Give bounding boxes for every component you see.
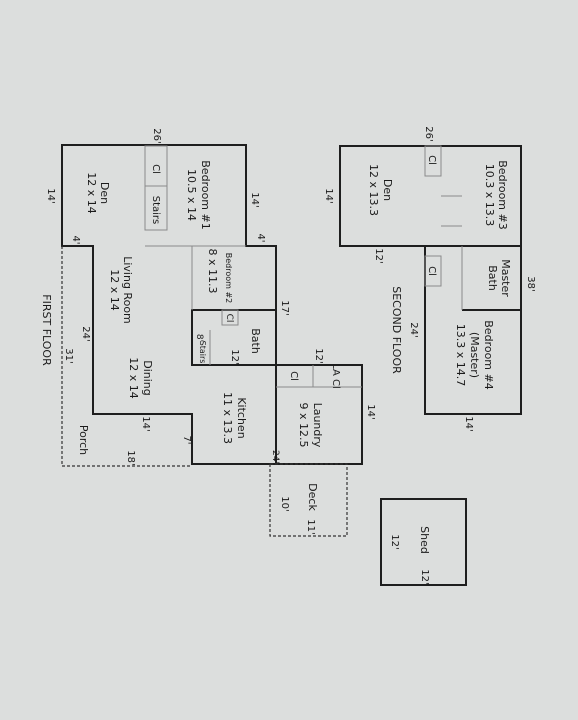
bath-label: Bath bbox=[249, 328, 262, 354]
laundry-size: 9 x 12.5 bbox=[297, 403, 310, 448]
bedroom4-note: (Master) bbox=[468, 332, 481, 378]
first-dim-14a: 14' bbox=[45, 188, 56, 203]
second-dim-38: 38' bbox=[525, 276, 536, 291]
second-closet-label-1: Cl bbox=[426, 155, 437, 165]
dining-size: 12 x 14 bbox=[127, 357, 140, 399]
deck-outline bbox=[269, 463, 348, 537]
first-floor-label: FIRST FLOOR bbox=[40, 294, 53, 366]
la-closet-label: LA Cl bbox=[330, 363, 341, 389]
second-closet-mid bbox=[424, 255, 442, 287]
stairs2-label: Stairs bbox=[198, 341, 207, 364]
first-dim-14d: 14' bbox=[365, 404, 376, 419]
first-dim-10: 10' bbox=[279, 496, 290, 511]
bedroom4-size: 13.3 x 14.7 bbox=[454, 324, 467, 387]
bedroom2-name: Bedroom #2 bbox=[224, 253, 233, 304]
bedroom3-name: Bedroom #3 bbox=[496, 160, 509, 229]
bedroom3-size: 10.3 x 13.3 bbox=[483, 164, 496, 227]
second-floor-outline bbox=[339, 145, 522, 415]
porch-label: Porch bbox=[77, 425, 90, 455]
dining-name: Dining bbox=[141, 360, 154, 396]
first-dim-14b: 14' bbox=[249, 192, 260, 207]
second-dim-26: 26' bbox=[423, 126, 434, 141]
second-den-size: 12 x 13.3 bbox=[367, 164, 380, 216]
first-closet2-label: Cl bbox=[224, 314, 234, 323]
first-dim-4b: 4' bbox=[255, 233, 266, 242]
shed-label: Shed bbox=[418, 526, 431, 554]
bedroom4-name: Bedroom #4 bbox=[482, 320, 495, 389]
second-den-name: Den bbox=[381, 179, 394, 201]
second-closet-top bbox=[424, 145, 442, 177]
first-dim-31: 31' bbox=[63, 348, 74, 363]
second-dim-12: 12' bbox=[373, 248, 384, 263]
first-dim-17: 17' bbox=[279, 300, 290, 315]
first-dim-4a: 4' bbox=[70, 235, 81, 244]
shed-outline bbox=[380, 498, 467, 586]
kitchen-name: Kitchen bbox=[235, 397, 248, 438]
laundry-name: Laundry bbox=[311, 403, 324, 448]
first-stairs bbox=[144, 185, 168, 231]
first-dim-12b: 12' bbox=[313, 348, 324, 363]
first-den-name: Den bbox=[98, 182, 111, 204]
first-dim-7: 7' bbox=[181, 435, 192, 444]
deck-label: Deck bbox=[306, 483, 319, 511]
second-dim-24: 24' bbox=[408, 322, 419, 337]
second-floor-label: SECOND FLOOR bbox=[390, 286, 403, 374]
bedroom2-size: 8 x 11.3 bbox=[206, 249, 219, 294]
first-dim-12a: 12' bbox=[229, 349, 240, 364]
bedroom1-name: Bedroom #1 bbox=[199, 160, 212, 229]
first-closet3-label: Cl bbox=[288, 371, 299, 381]
master-bath-line1: Master bbox=[499, 259, 512, 297]
first-dim-24: 24' bbox=[80, 326, 91, 341]
first-dim-14c: 14' bbox=[140, 416, 151, 431]
shed-dim-h: 12' bbox=[419, 569, 430, 584]
living-room-size: 12 x 14 bbox=[108, 269, 121, 311]
first-stairs-label: Stairs bbox=[150, 196, 161, 225]
second-dim-14b: 14' bbox=[463, 416, 474, 431]
shed-dim-w: 12' bbox=[389, 534, 400, 549]
porch-outline bbox=[61, 246, 192, 467]
first-dim-26: 26' bbox=[151, 128, 162, 143]
living-room-name: Living Room bbox=[121, 256, 134, 324]
first-closet-label: Cl bbox=[150, 164, 161, 174]
first-dim-24b: 24' bbox=[270, 450, 280, 464]
second-closet-label-2: Cl bbox=[426, 266, 437, 276]
first-dim-11: 11' bbox=[305, 519, 316, 534]
first-dim-18: 18' bbox=[125, 450, 136, 465]
first-closet-2 bbox=[221, 309, 239, 326]
second-dim-14a: 14' bbox=[323, 188, 334, 203]
kitchen-size: 11 x 13.3 bbox=[221, 392, 234, 444]
bedroom1-size: 10.5 x 14 bbox=[185, 169, 198, 221]
master-bath-line2: Bath bbox=[486, 265, 499, 291]
first-dim-8: 8' bbox=[194, 334, 204, 342]
first-den-size: 12 x 14 bbox=[85, 172, 98, 214]
